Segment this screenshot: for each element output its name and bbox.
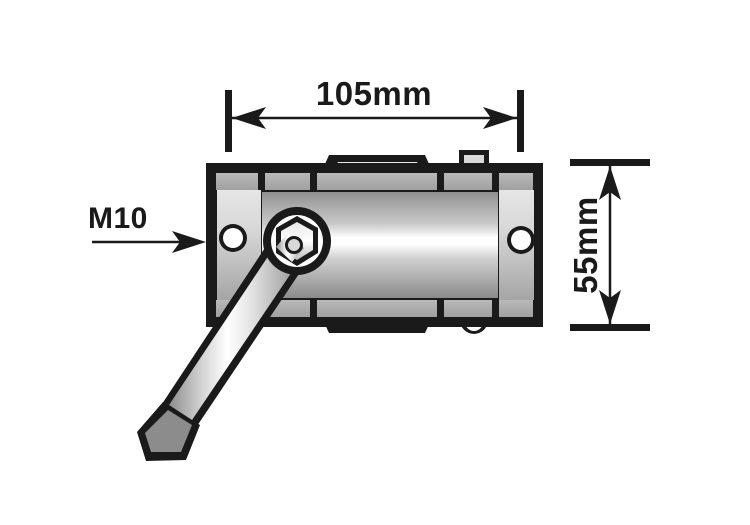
height-dimension-arrow-bottom <box>599 290 621 324</box>
left-mounting-hole <box>219 224 247 252</box>
height-dimension-arrow-top <box>599 166 621 200</box>
width-dimension-arrow-right <box>483 107 517 129</box>
top-tab <box>459 150 489 166</box>
thread-callout-arrowhead <box>172 231 206 253</box>
bottom-rail-notch-2 <box>310 300 317 317</box>
bracket-top-rail <box>216 173 533 190</box>
width-dimension-extension-right <box>517 90 524 152</box>
bottom-rail-notch-4 <box>492 300 499 317</box>
top-rail-notch-4 <box>492 173 499 190</box>
bracket-bottom-rail <box>216 300 533 317</box>
top-rail-notch-3 <box>437 173 444 190</box>
width-dimension-arrow-left <box>232 107 266 129</box>
clamp-bracket-assembly <box>137 150 543 461</box>
height-dimension-extension-top <box>570 159 650 166</box>
width-dimension-extension-left <box>225 90 232 152</box>
lever-grip <box>137 402 200 461</box>
clamp-lever <box>137 222 315 461</box>
right-mounting-hole <box>507 226 535 254</box>
height-dimension-group: 55mm <box>567 159 650 331</box>
width-dimension-label: 105mm <box>316 75 432 112</box>
hex-nut-boss <box>263 207 331 275</box>
thread-callout-label: M10 <box>88 202 148 235</box>
top-rail-notch-1 <box>258 173 265 190</box>
thread-callout-group: M10 <box>88 202 206 253</box>
top-rail-notch-2 <box>310 173 317 190</box>
height-dimension-label: 55mm <box>567 196 604 293</box>
width-dimension-group: 105mm <box>225 75 524 152</box>
height-dimension-extension-bottom <box>570 324 650 331</box>
bottom-rail-notch-3 <box>437 300 444 317</box>
